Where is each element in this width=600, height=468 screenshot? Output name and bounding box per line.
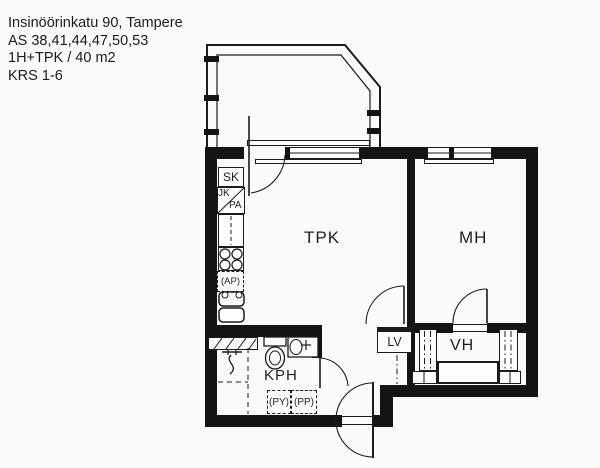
water-heater-closet: LV <box>377 327 412 353</box>
kitchen-sink-icon <box>218 291 245 323</box>
wall-bottom-right <box>380 385 538 397</box>
room-label-vh: VH <box>450 337 475 354</box>
cleaning-closet-label: SK <box>222 170 239 184</box>
header-floors: KRS 1-6 <box>8 67 63 84</box>
tpk-window-mullion <box>285 148 290 158</box>
wall-entry-step <box>380 385 393 427</box>
header-address: Insinöörinkatu 90, Tampere <box>8 15 183 31</box>
header-unit-type: 1H+TPK / 40 m2 <box>8 50 116 66</box>
wall-tpk-mh-divider <box>407 159 415 385</box>
balcony-threshold <box>247 140 370 146</box>
kph-door-swing-icon <box>319 357 349 388</box>
water-heater-label: LV <box>387 335 402 349</box>
washer-reservation-box: (PY) <box>267 390 291 414</box>
balcony-railing <box>204 44 381 147</box>
room-label-tpk: TPK <box>304 228 341 247</box>
tpk-door-swing-icon <box>365 285 405 325</box>
bathroom-bench <box>208 337 258 350</box>
wall-kph-right <box>312 325 322 358</box>
wall-mh-vh-right <box>487 323 526 333</box>
kitchen-counter-box <box>218 214 244 247</box>
wall-top-middle <box>360 147 427 159</box>
vh-cabinet-center <box>437 361 499 384</box>
dryer-label: (PP) <box>294 396 314 408</box>
wardrobe-left <box>419 329 437 371</box>
shower-icon <box>222 349 242 375</box>
mh-window <box>427 147 492 159</box>
dishwasher-reservation-box: (AP) <box>217 271 244 292</box>
tpk-window <box>285 147 360 159</box>
balcony-door-swing-icon <box>248 116 286 196</box>
wall-mh-vh-left <box>415 323 453 333</box>
fridge-label: JK <box>218 188 230 199</box>
mh-door-swing-icon <box>452 288 488 324</box>
toilet-icon <box>263 336 287 370</box>
entry-threshold <box>342 416 373 425</box>
tpk-window-sill <box>255 159 362 164</box>
freezer-label: PA <box>229 200 242 211</box>
room-label-mh: MH <box>459 228 488 247</box>
vh-cabinet-right <box>499 371 521 384</box>
plan-header: Insinöörinkatu 90, Tampere AS 38,41,44,4… <box>8 15 183 85</box>
cleaning-closet-box: SK <box>218 167 244 187</box>
mh-window-mullion <box>449 148 454 158</box>
header-apartments: AS 38,41,44,47,50,53 <box>8 32 149 49</box>
dishwasher-label: (AP) <box>221 276 240 287</box>
washer-label: (PY) <box>269 396 289 408</box>
dryer-reservation-box: (PP) <box>291 390 317 414</box>
railing-post-ticks <box>204 56 381 135</box>
wall-kph-top <box>205 325 322 337</box>
stove-box <box>218 247 244 271</box>
shower-area-dashes <box>218 348 249 414</box>
wall-left <box>205 147 217 427</box>
mh-window-sill <box>424 159 494 164</box>
wall-bottom-left <box>205 415 342 427</box>
vh-cabinet-left <box>412 371 437 384</box>
wardrobe-right <box>499 329 518 371</box>
room-label-kph: KPH <box>264 367 298 384</box>
wall-right <box>526 147 538 397</box>
mh-door-threshold <box>453 324 487 332</box>
